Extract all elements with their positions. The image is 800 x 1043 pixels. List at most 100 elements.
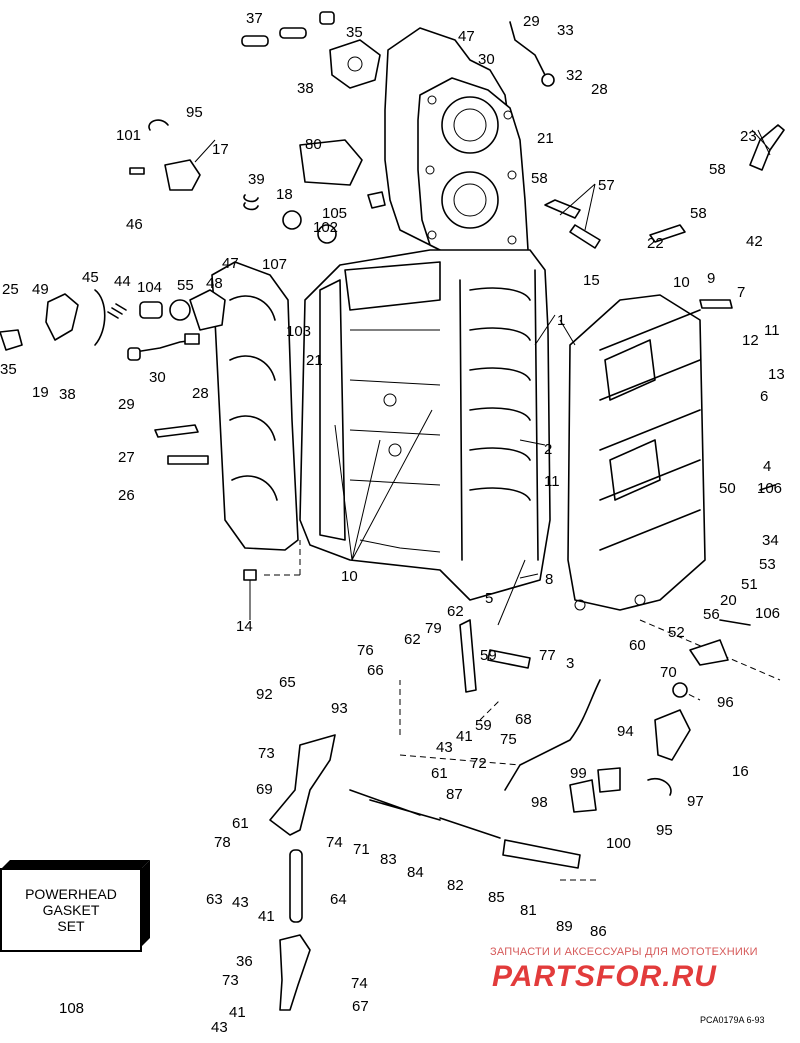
part-label-4: 4 bbox=[763, 458, 771, 475]
part-label-99: 99 bbox=[570, 765, 587, 782]
part-label-66: 66 bbox=[367, 662, 384, 679]
part-label-8: 8 bbox=[545, 571, 553, 588]
part-label-65: 65 bbox=[279, 674, 296, 691]
part-label-13: 13 bbox=[768, 366, 785, 383]
part-label-102: 102 bbox=[313, 219, 338, 236]
part-label-32: 32 bbox=[566, 67, 583, 84]
part-label-51: 51 bbox=[741, 576, 758, 593]
box-front-face: POWERHEAD GASKET SET bbox=[0, 868, 142, 952]
part-label-1: 1 bbox=[557, 312, 565, 329]
watermark-brand: PARTSFOR.RU bbox=[492, 960, 717, 993]
part-label-86: 86 bbox=[590, 923, 607, 940]
part-label-92: 92 bbox=[256, 686, 273, 703]
part-label-62: 62 bbox=[447, 603, 464, 620]
part-label-11: 11 bbox=[544, 473, 560, 490]
part-label-100: 100 bbox=[606, 835, 631, 852]
part-label-34: 34 bbox=[762, 532, 779, 549]
part-label-53: 53 bbox=[759, 556, 776, 573]
part-label-81: 81 bbox=[520, 902, 537, 919]
part-label-74: 74 bbox=[326, 834, 343, 851]
linkage-parts-drawing bbox=[243, 484, 781, 1011]
part-label-30: 30 bbox=[149, 369, 166, 386]
box-side-face bbox=[140, 860, 150, 948]
part-label-41: 41 bbox=[456, 728, 473, 745]
part-label-6: 6 bbox=[760, 388, 768, 405]
watermark-tagline: ЗАПЧАСТИ И АКСЕССУАРЫ ДЛЯ МОТОТЕХНИКИ bbox=[490, 946, 758, 958]
part-label-49: 49 bbox=[32, 281, 49, 298]
part-label-44: 44 bbox=[114, 273, 131, 290]
part-label-14: 14 bbox=[236, 618, 253, 635]
part-label-56: 56 bbox=[703, 606, 720, 623]
cylinder-head-cover-drawing bbox=[384, 27, 529, 263]
part-label-29: 29 bbox=[118, 396, 135, 413]
part-label-25: 25 bbox=[2, 281, 19, 298]
part-label-104: 104 bbox=[137, 279, 162, 296]
exhaust-cover-drawing bbox=[211, 261, 299, 551]
part-label-2: 2 bbox=[544, 441, 552, 458]
part-label-59: 59 bbox=[475, 717, 492, 734]
part-label-94: 94 bbox=[617, 723, 634, 740]
part-label-21: 21 bbox=[306, 352, 323, 369]
part-label-55: 55 bbox=[177, 277, 194, 294]
part-label-60: 60 bbox=[629, 637, 646, 654]
part-label-80: 80 bbox=[305, 136, 322, 153]
part-label-95: 95 bbox=[656, 822, 673, 839]
part-label-73: 73 bbox=[258, 745, 275, 762]
part-label-37: 37 bbox=[246, 10, 263, 27]
part-label-28: 28 bbox=[591, 81, 608, 98]
part-label-20: 20 bbox=[720, 592, 737, 609]
part-label-101: 101 bbox=[116, 127, 141, 144]
part-label-64: 64 bbox=[330, 891, 347, 908]
part-label-43: 43 bbox=[436, 739, 453, 756]
part-label-47: 47 bbox=[222, 255, 239, 272]
part-label-9: 9 bbox=[707, 270, 715, 287]
cylinder-block-drawing bbox=[299, 249, 551, 601]
part-label-61: 61 bbox=[232, 815, 249, 832]
part-label-39: 39 bbox=[248, 171, 265, 188]
part-label-5: 5 bbox=[485, 590, 493, 607]
powerhead-gasket-set-box: POWERHEAD GASKET SET bbox=[0, 860, 150, 952]
part-label-85: 85 bbox=[488, 889, 505, 906]
part-label-29: 29 bbox=[523, 13, 540, 30]
gasket-set-line-3: SET bbox=[57, 918, 85, 934]
part-label-46: 46 bbox=[126, 216, 143, 233]
part-label-87: 87 bbox=[446, 786, 463, 803]
part-label-45: 45 bbox=[82, 269, 99, 286]
part-label-36: 36 bbox=[236, 953, 253, 970]
part-label-58: 58 bbox=[531, 170, 548, 187]
part-label-30: 30 bbox=[478, 51, 495, 68]
part-label-23: 23 bbox=[740, 128, 757, 145]
part-label-7: 7 bbox=[737, 284, 745, 301]
part-label-3: 3 bbox=[566, 655, 574, 672]
part-label-79: 79 bbox=[425, 620, 442, 637]
part-label-27: 27 bbox=[118, 449, 135, 466]
part-label-59: 59 bbox=[480, 647, 497, 664]
gasket-set-line-1: POWERHEAD bbox=[25, 886, 117, 902]
part-label-50: 50 bbox=[719, 480, 736, 497]
part-label-71: 71 bbox=[353, 841, 370, 858]
part-label-18: 18 bbox=[276, 186, 293, 203]
part-label-105: 105 bbox=[322, 205, 347, 222]
part-label-82: 82 bbox=[447, 877, 464, 894]
part-label-58: 58 bbox=[690, 205, 707, 222]
part-label-70: 70 bbox=[660, 664, 677, 681]
part-label-107: 107 bbox=[262, 256, 287, 273]
part-label-72: 72 bbox=[470, 755, 487, 772]
part-label-26: 26 bbox=[118, 487, 135, 504]
part-label-38: 38 bbox=[297, 80, 314, 97]
part-label-95: 95 bbox=[186, 104, 203, 121]
part-label-108: 108 bbox=[59, 1000, 84, 1017]
part-label-33: 33 bbox=[557, 22, 574, 39]
part-label-47: 47 bbox=[458, 28, 475, 45]
part-label-16: 16 bbox=[732, 763, 749, 780]
box-top-face bbox=[0, 860, 150, 870]
part-label-63: 63 bbox=[206, 891, 223, 908]
part-label-69: 69 bbox=[256, 781, 273, 798]
part-label-75: 75 bbox=[500, 731, 517, 748]
part-label-57: 57 bbox=[598, 177, 615, 194]
part-label-98: 98 bbox=[531, 794, 548, 811]
part-label-43: 43 bbox=[211, 1019, 228, 1036]
part-label-73: 73 bbox=[222, 972, 239, 989]
part-label-12: 12 bbox=[742, 332, 759, 349]
